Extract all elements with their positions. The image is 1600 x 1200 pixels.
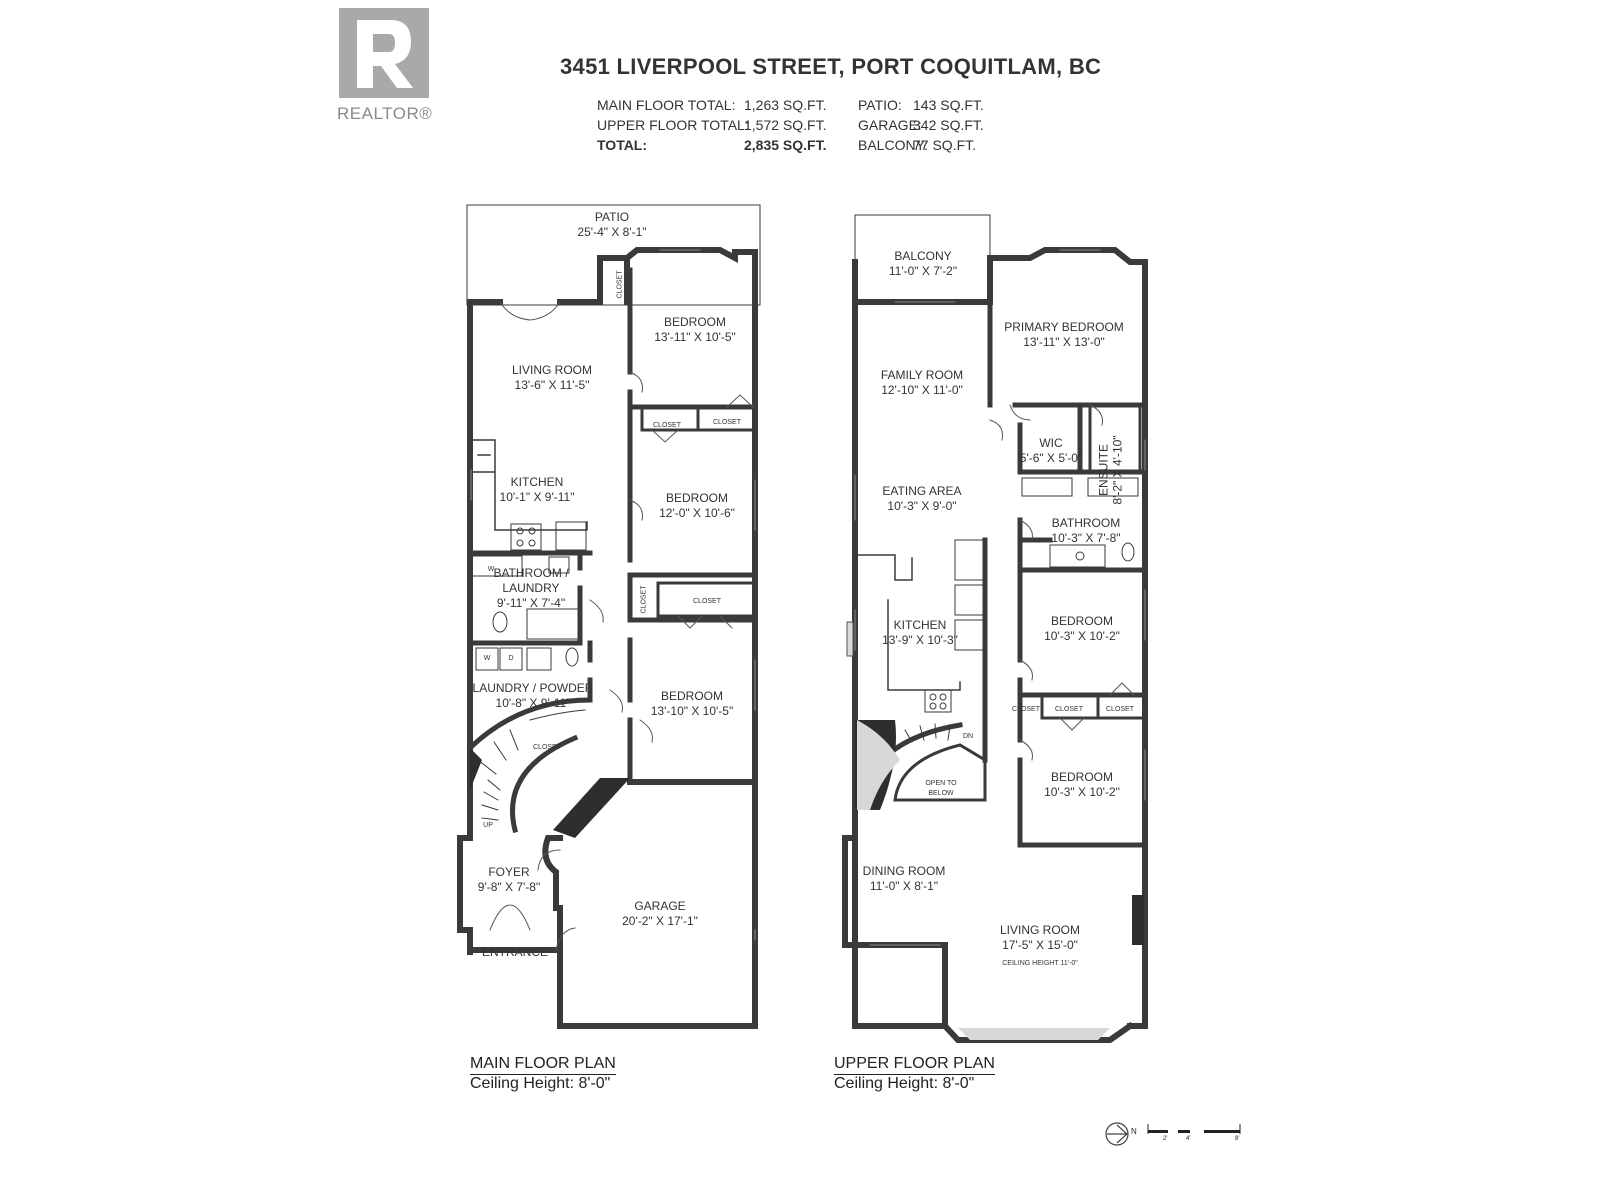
- label-stair-down: DN: [962, 733, 974, 740]
- label-closet-upper-2: CLOSET: [1054, 706, 1084, 713]
- label-dryer: D: [508, 655, 514, 662]
- label-closet-main-2: CLOSET: [652, 422, 682, 429]
- stat-balcony-label: BALCONY:: [858, 137, 929, 153]
- label-closet-main-5: CLOSET: [640, 585, 648, 614]
- label-closet-main-3: CLOSET: [712, 419, 742, 426]
- compass-north-label: N: [1131, 1127, 1137, 1136]
- label-washer-2: W: [487, 566, 495, 573]
- scale-tick-2: 2': [1163, 1136, 1168, 1142]
- stat-upper-value: 1,572 SQ.FT.: [744, 117, 827, 133]
- realtor-r-icon: [339, 8, 429, 98]
- label-entrance: ENTRANCE: [481, 945, 549, 959]
- main-floor-walls: [457, 204, 761, 1029]
- label-closet-main-4: CLOSET: [692, 598, 722, 605]
- compass-icon: [1105, 1122, 1129, 1146]
- upper-floor-title: UPPER FLOOR PLAN Ceiling Height: 8'-0": [834, 1055, 995, 1092]
- scale-tick-4: 4': [1186, 1136, 1191, 1142]
- realtor-logo: REALTOR®: [337, 8, 435, 126]
- stat-total-value: 2,835 SQ.FT.: [744, 137, 827, 153]
- stat-patio-label: PATIO:: [858, 97, 902, 113]
- label-washer: W: [483, 655, 491, 662]
- stat-patio-value: 143 SQ.FT.: [913, 97, 984, 113]
- scale-bar: [1147, 1124, 1241, 1134]
- label-stair-up: UP: [483, 822, 493, 829]
- scale-tick-8: 8': [1235, 1136, 1240, 1142]
- realtor-wordmark: REALTOR®: [337, 104, 433, 123]
- label-closet-upper-3: CLOSET: [1105, 706, 1135, 713]
- label-ceiling-note: CEILING HEIGHT 11'-0": [1002, 960, 1078, 967]
- label-closet-upper-1: CLOSET: [1011, 706, 1041, 713]
- main-floor-title: MAIN FLOOR PLAN Ceiling Height: 8'-0": [470, 1055, 616, 1092]
- stat-garage-value: 342 SQ.FT.: [913, 117, 984, 133]
- property-address: 3451 LIVERPOOL STREET, PORT COQUITLAM, B…: [560, 54, 1102, 79]
- label-open-to: OPEN TO: [925, 780, 957, 787]
- label-below: BELOW: [928, 790, 954, 797]
- label-closet-main-6: CLOSET: [532, 744, 562, 751]
- stat-total-label: TOTAL:: [597, 137, 648, 153]
- stat-balcony-value: 77 SQ.FT.: [913, 137, 977, 153]
- stat-garage-label: GARAGE:: [858, 117, 922, 133]
- label-closet-main-1: CLOSET: [616, 270, 624, 299]
- stat-main-label: MAIN FLOOR TOTAL:: [597, 97, 736, 113]
- stat-main-value: 1,263 SQ.FT.: [744, 97, 827, 113]
- stat-upper-label: UPPER FLOOR TOTAL:: [597, 117, 749, 133]
